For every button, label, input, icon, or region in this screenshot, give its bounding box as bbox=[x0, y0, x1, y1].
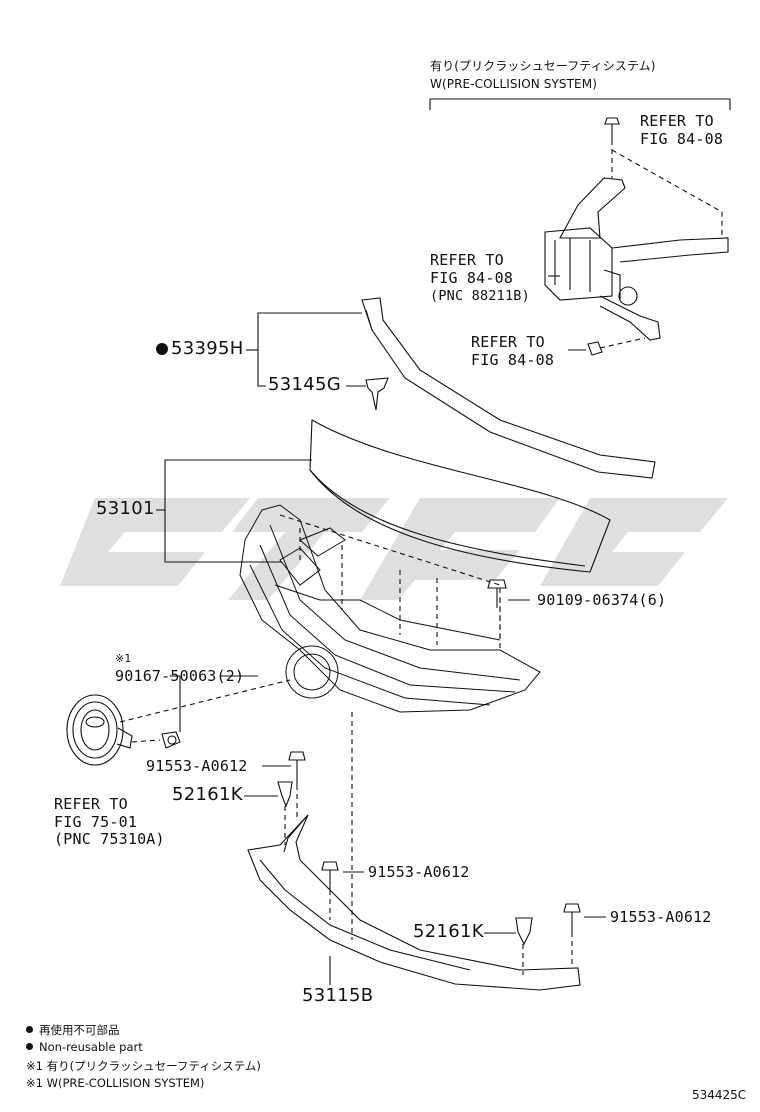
legend-dot-icon-2 bbox=[26, 1043, 33, 1050]
legend-non-reusable-jp: 再使用不可部品 bbox=[26, 1022, 120, 1038]
watermark-logo bbox=[60, 498, 728, 600]
bolt-lower-icon bbox=[587, 337, 646, 356]
legend-non-reusable-en: Non-reusable part bbox=[26, 1040, 143, 1054]
refer-bolt-top-line2[interactable]: FIG 84-08 bbox=[640, 130, 724, 148]
radiator-grille bbox=[239, 504, 541, 713]
figure-code: 534425C bbox=[692, 1088, 747, 1102]
lower-spoiler-53115B bbox=[247, 814, 581, 991]
bolt-top-icon bbox=[604, 117, 620, 140]
part-90109-label[interactable]: 90109-06374(6) bbox=[537, 591, 667, 609]
legend-note1-en: ※1 W(PRE-COLLISION SYSTEM) bbox=[26, 1076, 205, 1090]
note-mark-1: ※1 bbox=[115, 652, 132, 665]
part-53395H-label[interactable]: 53395H bbox=[156, 338, 244, 359]
part-53115B-label[interactable]: 53115B bbox=[302, 985, 374, 1006]
legend-en-text: Non-reusable part bbox=[39, 1040, 143, 1054]
legend-jp-text: 再使用不可部品 bbox=[39, 1023, 120, 1037]
grille-panel-53101 bbox=[309, 419, 611, 573]
part-91553-b-label[interactable]: 91553-A0612 bbox=[368, 863, 470, 881]
screw-91553-a-icon bbox=[288, 751, 306, 785]
clip-52161K-b-icon bbox=[515, 917, 533, 946]
refer-sensor-line2[interactable]: FIG 84-08 bbox=[430, 269, 514, 287]
leader-lines bbox=[156, 275, 606, 985]
refer-emblem-line3[interactable]: (PNC 75310A) bbox=[54, 830, 165, 848]
refer-sensor-line3[interactable]: (PNC 88211B) bbox=[430, 288, 530, 304]
refer-emblem-line1[interactable]: REFER TO bbox=[54, 795, 128, 813]
header-en-label: W(PRE-COLLISION SYSTEM) bbox=[430, 77, 597, 91]
part-53145G-label[interactable]: 53145G bbox=[268, 374, 342, 395]
refer-bolt-lower-line1[interactable]: REFER TO bbox=[471, 333, 545, 351]
pre-collision-sensor bbox=[544, 177, 729, 341]
non-reusable-dot-icon bbox=[156, 343, 168, 355]
refer-bolt-lower-line2[interactable]: FIG 84-08 bbox=[471, 351, 555, 369]
part-52161K-b-label[interactable]: 52161K bbox=[413, 921, 484, 942]
part-53395H-text: 53395H bbox=[171, 338, 244, 359]
nut-90167-icon bbox=[161, 731, 181, 749]
part-90167-label[interactable]: 90167-50063(2) bbox=[115, 667, 245, 685]
clip-53145G-icon bbox=[365, 377, 389, 411]
screw-91553-c-icon bbox=[563, 903, 581, 932]
screw-90109-icon bbox=[487, 579, 507, 608]
screw-91553-b-icon bbox=[321, 861, 339, 890]
part-91553-c-label[interactable]: 91553-A0612 bbox=[610, 908, 712, 926]
refer-sensor-line1[interactable]: REFER TO bbox=[430, 251, 504, 269]
legend-dot-icon bbox=[26, 1026, 33, 1033]
header-jp-label: 有り(プリクラッシュセーフティシステム) bbox=[430, 59, 656, 73]
refer-emblem-line2[interactable]: FIG 75-01 bbox=[54, 813, 138, 831]
clip-52161K-a-icon bbox=[277, 781, 293, 808]
part-91553-a-label[interactable]: 91553-A0612 bbox=[146, 757, 248, 775]
legend-note1-jp: ※1 有り(プリクラッシュセーフティシステム) bbox=[26, 1059, 261, 1073]
upper-moulding-53395H bbox=[361, 297, 656, 479]
header-bracket bbox=[429, 98, 731, 110]
part-52161K-a-label[interactable]: 52161K bbox=[172, 784, 243, 805]
emblem-icon bbox=[66, 694, 133, 766]
refer-bolt-top-line1[interactable]: REFER TO bbox=[640, 112, 714, 130]
part-53101-label[interactable]: 53101 bbox=[96, 498, 155, 519]
